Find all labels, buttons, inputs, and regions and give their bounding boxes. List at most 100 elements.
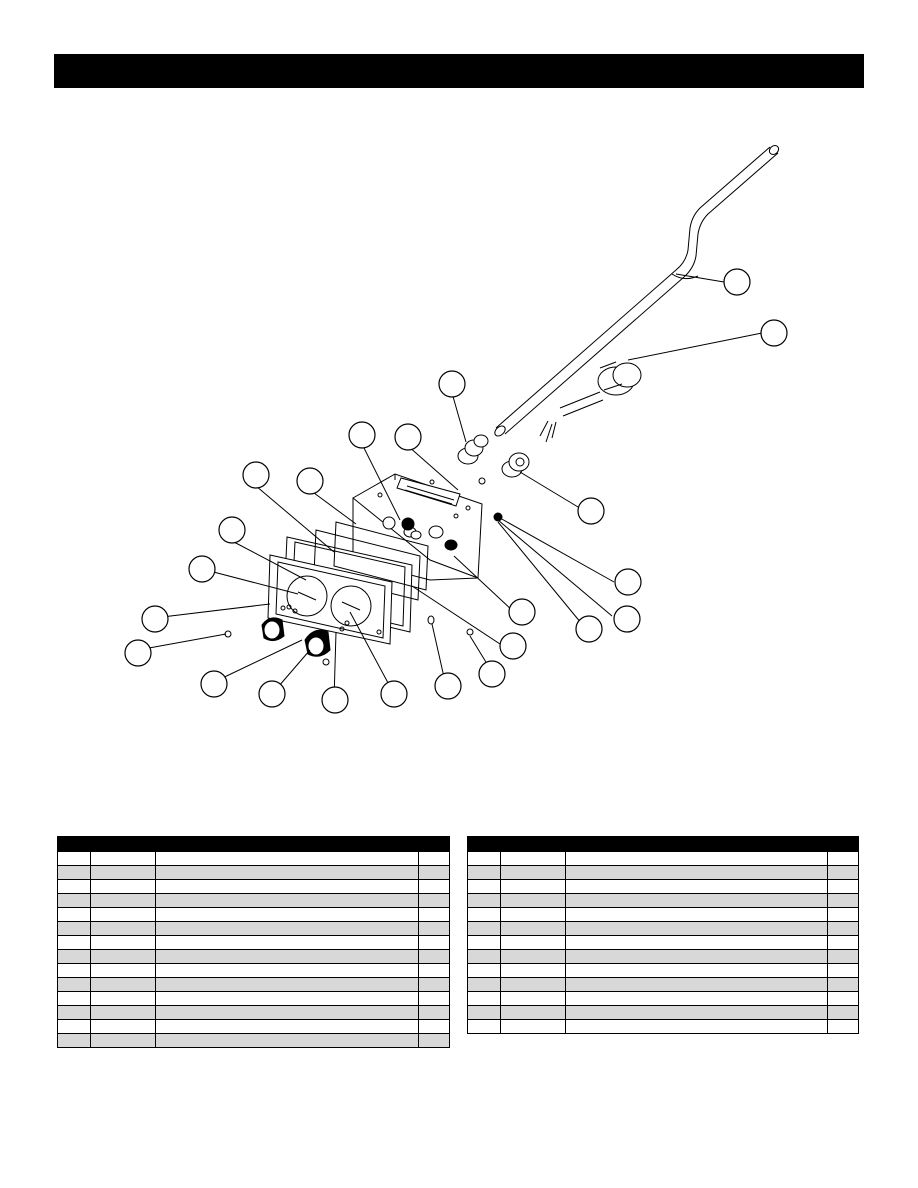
table-row	[57, 949, 450, 964]
table-row	[467, 921, 859, 936]
table-cell	[155, 879, 419, 894]
table-cell	[467, 921, 501, 936]
table-cell	[500, 865, 566, 880]
table-cell	[57, 977, 91, 992]
table-row	[57, 1005, 450, 1020]
table-cell	[467, 991, 501, 1006]
column-header	[565, 836, 828, 852]
table-cell	[827, 1005, 859, 1020]
table-cell	[57, 1019, 91, 1034]
large-cable-gland-drawing	[539, 361, 642, 443]
table-row	[467, 893, 859, 908]
small-cable-gland-right-drawing	[501, 452, 530, 478]
table-cell	[418, 907, 450, 922]
column-header	[418, 836, 450, 852]
table-cell	[155, 1005, 419, 1020]
table-header-row	[57, 836, 450, 852]
column-header	[155, 836, 419, 852]
table-cell	[155, 865, 419, 880]
table-cell	[467, 935, 501, 950]
table-cell	[565, 921, 828, 936]
table-cell	[90, 949, 156, 964]
table-cell	[57, 893, 91, 908]
table-row	[57, 893, 450, 908]
table-cell	[90, 991, 156, 1006]
table-cell	[500, 1005, 566, 1020]
table-cell	[90, 893, 156, 908]
column-header	[500, 836, 566, 852]
table-cell	[57, 907, 91, 922]
table-cell	[565, 935, 828, 950]
knobs-drawing	[261, 617, 331, 657]
table-cell	[90, 1005, 156, 1020]
table-row	[57, 1033, 450, 1048]
parts-table-left	[57, 836, 450, 1048]
table-cell	[57, 879, 91, 894]
callout-bubbles	[124, 268, 788, 714]
table-cell	[155, 977, 419, 992]
table-cell	[418, 893, 450, 908]
table-row	[57, 921, 450, 936]
table-cell	[418, 1019, 450, 1034]
table-cell	[827, 893, 859, 908]
header-bar	[54, 54, 864, 88]
table-cell	[90, 1019, 156, 1034]
table-cell	[565, 977, 828, 992]
table-row	[57, 907, 450, 922]
table-row	[57, 963, 450, 978]
table-row	[467, 963, 859, 978]
table-cell	[57, 935, 91, 950]
small-hardware-drawing	[224, 512, 503, 666]
table-cell	[418, 921, 450, 936]
table-cell	[565, 907, 828, 922]
table-cell	[418, 1033, 450, 1048]
table-row	[467, 907, 859, 922]
table-cell	[155, 921, 419, 936]
table-cell	[827, 879, 859, 894]
table-row	[467, 865, 859, 880]
table-row	[57, 1019, 450, 1034]
table-cell	[500, 977, 566, 992]
table-row	[467, 991, 859, 1006]
table-cell	[565, 1019, 828, 1034]
table-cell	[155, 893, 419, 908]
table-row	[467, 977, 859, 992]
table-cell	[500, 907, 566, 922]
column-header	[827, 836, 859, 852]
table-cell	[90, 851, 156, 866]
table-cell	[90, 1033, 156, 1048]
table-cell	[90, 963, 156, 978]
table-cell	[57, 921, 91, 936]
table-cell	[500, 949, 566, 964]
table-cell	[500, 921, 566, 936]
table-cell	[418, 991, 450, 1006]
table-cell	[500, 935, 566, 950]
table-cell	[57, 991, 91, 1006]
table-cell	[565, 991, 828, 1006]
table-cell	[467, 977, 501, 992]
table-cell	[90, 977, 156, 992]
table-cell	[155, 907, 419, 922]
leader-lines	[137, 273, 763, 701]
table-cell	[565, 865, 828, 880]
table-cell	[155, 935, 419, 950]
table-cell	[418, 935, 450, 950]
table-cell	[827, 907, 859, 922]
table-row	[57, 879, 450, 894]
table-cell	[418, 1005, 450, 1020]
table-cell	[155, 949, 419, 964]
table-cell	[418, 879, 450, 894]
table-cell	[57, 851, 91, 866]
table-row	[467, 949, 859, 964]
column-header	[467, 836, 501, 852]
table-cell	[500, 893, 566, 908]
table-cell	[467, 879, 501, 894]
table-cell	[565, 1005, 828, 1020]
table-cell	[418, 851, 450, 866]
table-row	[467, 935, 859, 950]
table-cell	[500, 963, 566, 978]
table-cell	[467, 949, 501, 964]
table-cell	[565, 949, 828, 964]
table-row	[57, 991, 450, 1006]
table-cell	[827, 1019, 859, 1034]
